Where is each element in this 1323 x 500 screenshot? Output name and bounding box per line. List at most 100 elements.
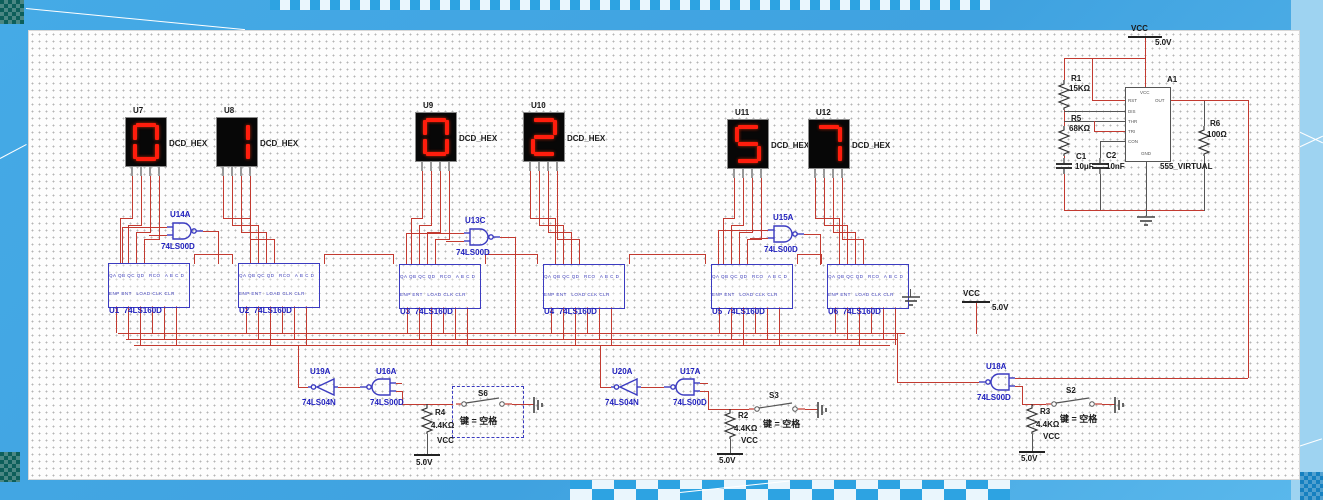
wire — [203, 231, 218, 233]
component-ref: U17A — [680, 367, 701, 376]
wire — [847, 225, 849, 264]
wire — [539, 170, 541, 225]
display-body — [216, 117, 258, 167]
segment-c — [155, 144, 159, 159]
wire — [1032, 434, 1034, 452]
switch-icon — [456, 397, 512, 407]
counter-U3[interactable]: QA QB QC QD RCO A B C D ENP ENT LOAD CLK… — [399, 264, 481, 316]
wire — [551, 307, 553, 333]
wire — [241, 232, 267, 234]
power-rail-icon — [717, 453, 743, 455]
wire — [396, 391, 402, 393]
component-ref: R4 — [435, 408, 446, 417]
power-rail-icon — [962, 301, 990, 303]
wire — [298, 345, 300, 388]
wire — [435, 239, 450, 241]
counter-U4[interactable]: QA QB QC QD RCO A B C D ENP ENT LOAD CLK… — [543, 264, 625, 316]
wire — [250, 239, 275, 241]
wire — [411, 218, 413, 264]
wire — [218, 231, 220, 264]
wire — [708, 409, 749, 411]
component-ref: U3 — [400, 307, 411, 316]
component-ref: U11 — [735, 108, 750, 117]
wire — [393, 254, 395, 264]
digit — [423, 118, 449, 156]
wire — [557, 239, 580, 241]
nand-gate-icon — [464, 228, 500, 246]
pin-labels: QA QB QC QD — [400, 274, 436, 279]
display-body — [415, 112, 457, 162]
wire — [824, 177, 826, 225]
wire — [324, 254, 393, 256]
wire — [1169, 100, 1248, 102]
pin-labels: LOAD CLK CLR — [739, 292, 778, 297]
wire — [431, 307, 433, 345]
wire — [563, 307, 565, 339]
wire — [842, 239, 864, 241]
schematic-canvas[interactable] — [28, 30, 1300, 480]
resistor-icon — [723, 409, 737, 439]
wire — [159, 175, 161, 239]
wire — [555, 218, 557, 264]
wire — [270, 306, 272, 345]
segment-f — [423, 120, 427, 135]
timer-555-body[interactable]: VCC RST DIS THR TRI CON OUT GND — [1125, 87, 1171, 162]
component-ref: U2 — [239, 306, 250, 315]
component-part: 74LS00D — [370, 398, 404, 407]
counter-U1[interactable]: QA QB QC QD RCO A B C D ENP ENT LOAD CLK… — [108, 263, 190, 315]
counter-U2[interactable]: QA QB QC QD RCO A B C D ENP ENT LOAD CLK… — [238, 263, 320, 315]
wire — [804, 234, 820, 236]
component-part: 74LS00D — [764, 245, 798, 254]
wire — [116, 306, 118, 333]
component-ref: U10 — [531, 101, 546, 110]
segment-c — [838, 146, 842, 161]
wire — [557, 170, 559, 239]
component-ref: U16A — [376, 367, 397, 376]
wire — [1022, 386, 1024, 404]
digit — [531, 118, 557, 156]
component-ref: C2 — [1106, 151, 1117, 160]
wire — [1100, 141, 1102, 158]
component-ref: U8 — [224, 106, 235, 115]
wire — [258, 306, 260, 339]
wire — [176, 306, 178, 345]
pin-labels: A B C D — [599, 274, 620, 279]
wire — [446, 241, 464, 243]
segment-e — [133, 144, 137, 159]
wire — [833, 232, 856, 234]
resistor-icon — [1057, 80, 1071, 110]
component-ref: U13C — [465, 216, 486, 225]
not-gate-icon — [308, 377, 338, 397]
ground-icon — [1137, 216, 1155, 226]
pin-labels: QA QB QC QD — [544, 274, 580, 279]
wire — [700, 391, 708, 393]
pin-labels: QA QB QC QD — [712, 274, 748, 279]
wire — [136, 232, 138, 263]
wire — [767, 307, 769, 339]
pin-labels: LOAD CLK CLR — [136, 291, 175, 296]
segment-d — [738, 159, 758, 163]
counter-U5[interactable]: QA QB QC QD RCO A B C D ENP ENT LOAD CLK… — [711, 264, 793, 316]
wire — [274, 239, 276, 263]
wire — [338, 387, 360, 389]
wire — [152, 306, 154, 333]
capacitor-icon — [1056, 158, 1072, 174]
wire — [1102, 404, 1115, 406]
pin-labels: ENP ENT — [712, 292, 735, 297]
component-ref: U5 — [712, 307, 723, 316]
rail-voltage: 5.0V — [1155, 38, 1172, 47]
wire — [1145, 38, 1147, 88]
component-part: 74LS04N — [302, 398, 336, 407]
counter-U6[interactable]: QA QB QC QD RCO A B C D ENP ENT LOAD CLK… — [827, 264, 909, 316]
component-ref: U7 — [133, 106, 144, 115]
wire — [883, 307, 885, 339]
component-part: 74LS160D — [558, 307, 597, 316]
component-ref: A1 — [1167, 75, 1178, 84]
nand-gate-icon — [167, 222, 203, 240]
wire — [1204, 100, 1206, 126]
pin-labels: ENP ENT — [239, 291, 262, 296]
pin-label-gnd: GND — [1141, 151, 1151, 156]
wire — [427, 434, 429, 455]
segment-c — [246, 144, 250, 159]
resistor-icon — [1057, 126, 1071, 156]
